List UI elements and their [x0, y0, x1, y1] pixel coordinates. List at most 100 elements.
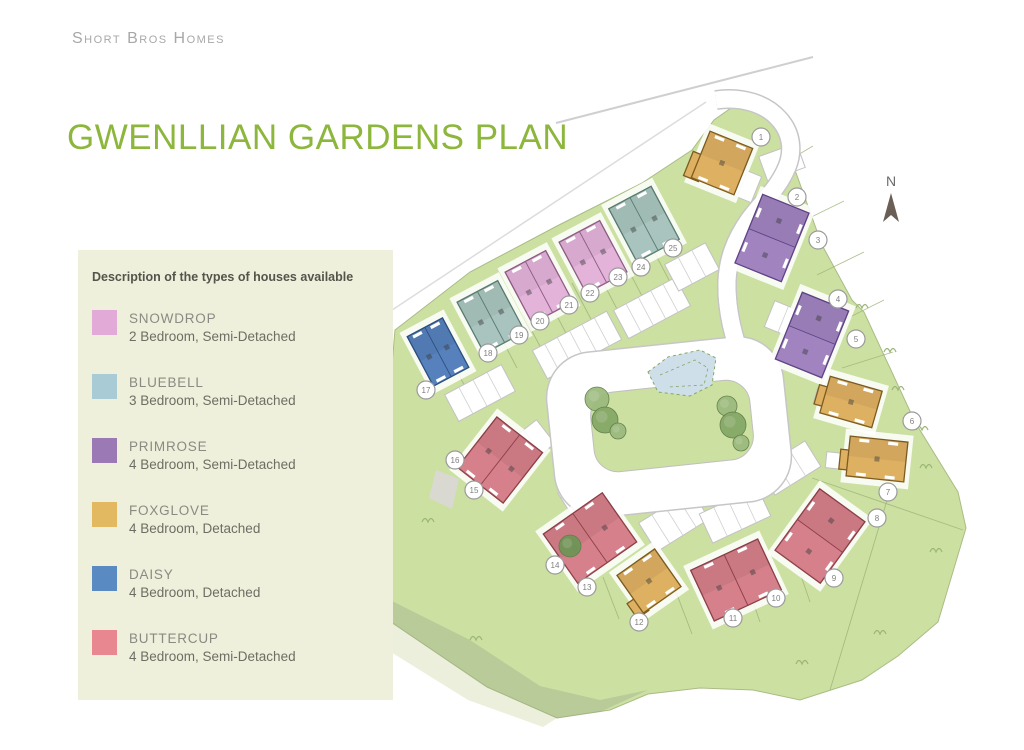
house-plots-12-foxglove — [608, 540, 690, 622]
plot-marker-7[interactable]: 7 — [878, 482, 898, 502]
plot-number: 21 — [565, 301, 574, 310]
plot-boundary-line — [675, 591, 693, 635]
plot-marker-12[interactable]: 12 — [629, 612, 649, 632]
tree-icon — [732, 434, 750, 452]
house-plots-17-daisy — [399, 309, 477, 395]
plot-marker-8[interactable]: 8 — [867, 508, 887, 528]
grass-tuft — [873, 629, 887, 636]
house-type-name: FOXGLOVE — [129, 503, 210, 518]
plot-number: 10 — [772, 594, 781, 603]
legend-item: BUTTERCUP 4 Bedroom, Semi-Detached — [92, 630, 379, 667]
plot-marker-2[interactable]: 2 — [787, 187, 807, 207]
basin-contour — [659, 359, 709, 388]
company-logo: Short Bros Homes — [72, 30, 225, 47]
house-type-description: 3 Bedroom, Semi-Detached — [129, 393, 296, 408]
plot-marker-24[interactable]: 24 — [631, 257, 651, 277]
legend-items: SNOWDROP 2 Bedroom, Semi-Detached BLUEBE… — [92, 310, 379, 667]
house-type-name: PRIMROSE — [129, 439, 208, 454]
plot-boundary-line — [602, 576, 620, 620]
plot-marker-21[interactable]: 21 — [559, 295, 579, 315]
plot-marker-3[interactable]: 3 — [808, 230, 828, 250]
grass-tuft — [883, 347, 897, 354]
grass-tuft — [891, 385, 905, 392]
house-type-swatch — [92, 566, 117, 591]
plot-number: 13 — [583, 583, 592, 592]
plot-marker-1[interactable]: 1 — [751, 127, 771, 147]
plot-number: 1 — [759, 133, 764, 142]
site-edge-line — [379, 101, 707, 319]
house-type-description: 4 Bedroom, Detached — [129, 585, 261, 600]
plot-number: 17 — [422, 386, 431, 395]
tree-icon — [719, 411, 747, 439]
plot-number: 11 — [729, 614, 738, 623]
legend-item: PRIMROSE 4 Bedroom, Semi-Detached — [92, 438, 379, 475]
tree-icon — [584, 386, 610, 412]
plot-marker-25[interactable]: 25 — [663, 238, 683, 258]
house-type-description: 2 Bedroom, Semi-Detached — [129, 329, 296, 344]
house-type-name: DAISY — [129, 567, 174, 582]
plot-boundary-line — [841, 351, 894, 369]
plot-number: 19 — [515, 331, 524, 340]
grass-tuft — [855, 303, 869, 310]
road-junction-surface — [718, 280, 758, 382]
plot-number: 6 — [910, 417, 915, 426]
plot-number: 8 — [875, 514, 880, 523]
plot-marker-13[interactable]: 13 — [577, 577, 597, 597]
plot-marker-19[interactable]: 19 — [509, 325, 529, 345]
footpath-stub — [429, 470, 459, 509]
plot-marker-10[interactable]: 10 — [766, 588, 786, 608]
plot-number: 15 — [470, 486, 479, 495]
house-type-name: BUTTERCUP — [129, 631, 219, 646]
legend-heading: Description of the types of houses avail… — [92, 270, 354, 284]
house-type-swatch — [92, 310, 117, 335]
house-plots-8-9-buttercup — [766, 480, 874, 592]
tree-icon — [716, 395, 738, 417]
tree-icon — [558, 534, 582, 558]
plot-number: 5 — [854, 335, 859, 344]
house-type-swatch — [92, 438, 117, 463]
house-type-swatch — [92, 374, 117, 399]
plot-marker-14[interactable]: 14 — [545, 555, 565, 575]
plot-markers-layer: 1234567891011121314151617181920212223242… — [416, 127, 922, 632]
plot-marker-5[interactable]: 5 — [846, 329, 866, 349]
plot-marker-18[interactable]: 18 — [478, 343, 498, 363]
plot-number: 23 — [614, 273, 623, 282]
grass-tuft — [929, 547, 943, 554]
plot-marker-20[interactable]: 20 — [530, 311, 550, 331]
plot-marker-15[interactable]: 15 — [464, 480, 484, 500]
plot-number: 14 — [551, 561, 560, 570]
plot-marker-6[interactable]: 6 — [902, 411, 922, 431]
house-type-description: 4 Bedroom, Detached — [129, 521, 261, 536]
legend-item: FOXGLOVE 4 Bedroom, Detached — [92, 502, 379, 539]
plot-marker-4[interactable]: 4 — [828, 289, 848, 309]
plot-marker-9[interactable]: 9 — [824, 568, 844, 588]
plot-marker-22[interactable]: 22 — [580, 283, 600, 303]
north-label: N — [886, 173, 896, 189]
plot-number: 4 — [836, 295, 841, 304]
grass-tufts-layer — [421, 303, 943, 666]
parking-court — [663, 242, 721, 292]
house-type-name: BLUEBELL — [129, 375, 204, 390]
plot-marker-17[interactable]: 17 — [416, 380, 436, 400]
tree-icon — [609, 422, 627, 440]
house-plots-10-11-buttercup — [683, 530, 789, 630]
plot-marker-16[interactable]: 16 — [445, 450, 465, 470]
plot-number: 3 — [816, 236, 821, 245]
plot-number: 18 — [484, 349, 493, 358]
plot-marker-23[interactable]: 23 — [608, 267, 628, 287]
boundary-line — [555, 56, 814, 124]
legend-item: DAISY 4 Bedroom, Detached — [92, 566, 379, 603]
parking-court — [612, 276, 692, 340]
trees-layer — [558, 386, 750, 558]
plot-marker-11[interactable]: 11 — [723, 608, 743, 628]
grass-tuft — [421, 517, 435, 524]
legend-item: SNOWDROP 2 Bedroom, Semi-Detached — [92, 310, 379, 347]
plot-boundary-line — [829, 496, 889, 691]
plot-number: 12 — [635, 618, 644, 627]
house-plots-2-3-primrose — [727, 185, 817, 291]
north-arrow-icon — [883, 193, 899, 222]
house-type-name: SNOWDROP — [129, 311, 217, 326]
plot-number: 9 — [832, 574, 837, 583]
grass-tuft — [795, 659, 809, 666]
plot-number: 16 — [451, 456, 460, 465]
